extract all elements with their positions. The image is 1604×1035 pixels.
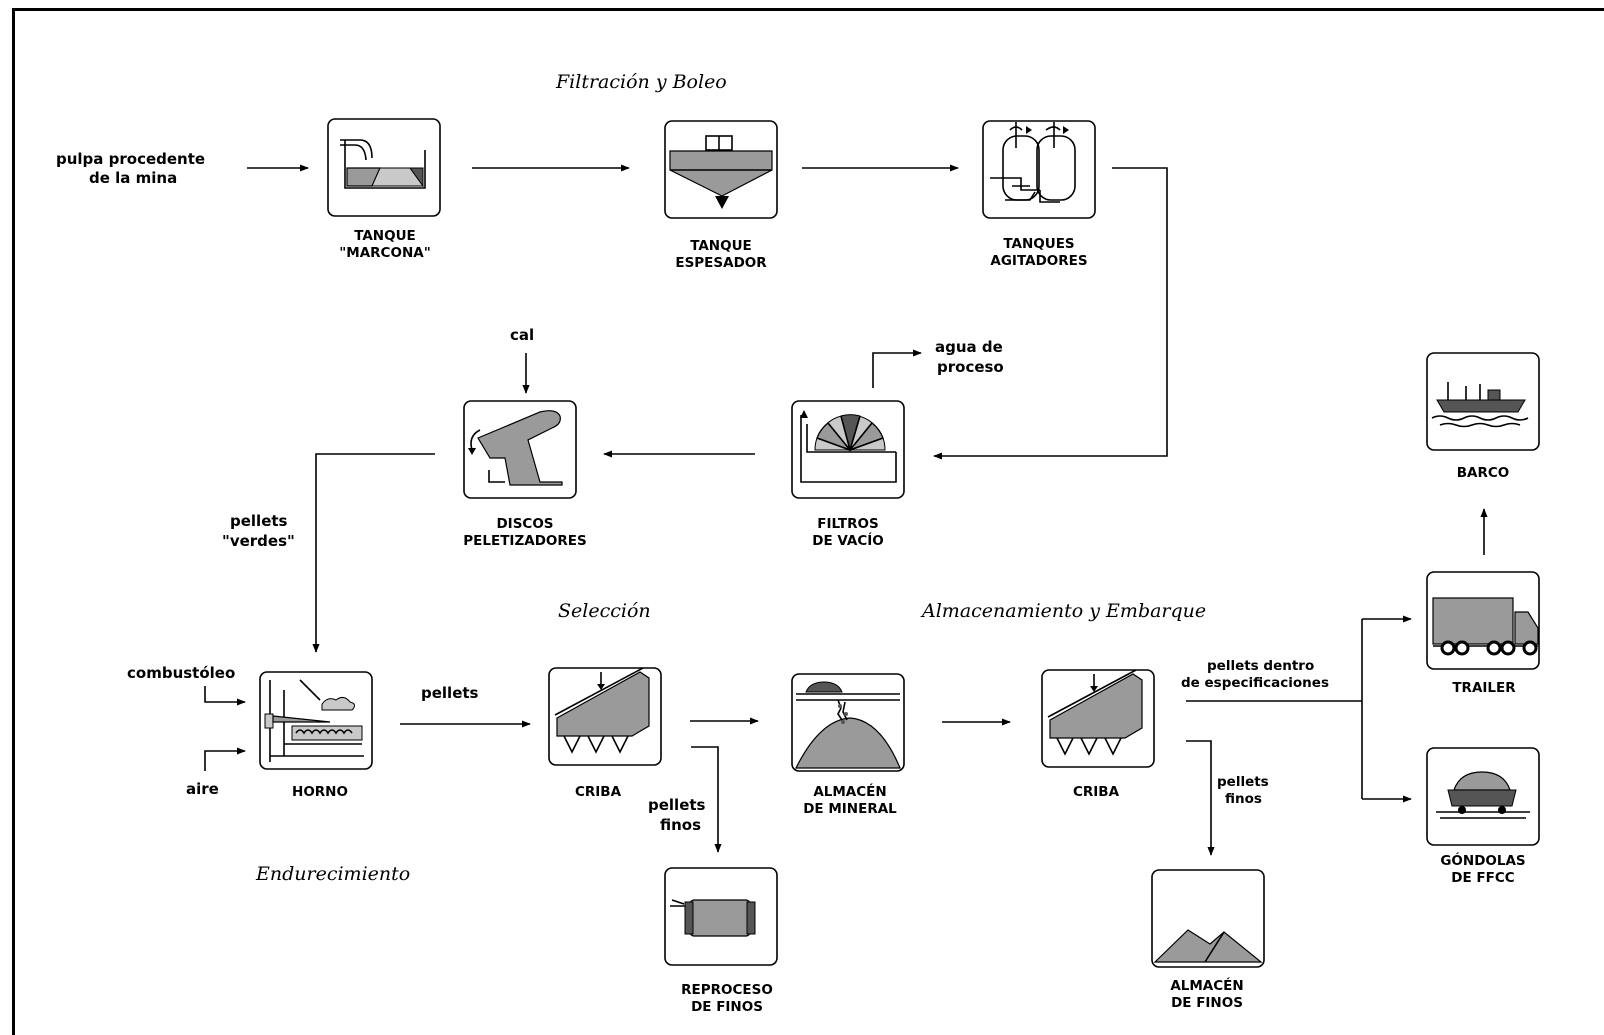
diagram-frame [12, 8, 1604, 1035]
filtros-vacio-label-2: DE VACÍO [812, 532, 884, 549]
screen-icon-2 [1047, 669, 1143, 756]
arrow-discos-to-horno [312, 453, 435, 653]
arrow-criba1-to-reproceso [691, 746, 722, 853]
pelletizing-disc-icon [468, 410, 563, 486]
flow-label-pellets-finos-1-line2: finos [660, 816, 701, 834]
tanque-marcona-label-1: TANQUE [354, 228, 416, 244]
filtros-vacio-unit: FILTROS DE VACÍO [791, 400, 905, 549]
criba-2-label: CRIBA [1073, 784, 1120, 800]
tanque-espesador-unit: TANQUE ESPESADOR [664, 120, 778, 271]
ship-icon [1431, 382, 1529, 428]
gondolas-unit: GÓNDOLAS DE FFCC [1426, 747, 1540, 886]
flow-label-pellets-finos-1-line1: pellets [648, 796, 706, 814]
criba-1-unit: CRIBA [548, 667, 662, 800]
tanques-agitadores-label-2: AGITADORES [990, 253, 1087, 269]
section-title-almacenamiento: Almacenamiento y Embarque [920, 600, 1206, 622]
thickener-icon [669, 135, 773, 209]
tank-icon [340, 139, 426, 189]
reproceso-finos-label-2: DE FINOS [691, 999, 763, 1015]
flow-label-pellets-verdes-2: "verdes" [222, 532, 295, 550]
input-combustoleo-label: combustóleo [127, 664, 235, 682]
tanque-marcona-label-2: "MARCONA" [339, 245, 430, 261]
trailer-label: TRAILER [1452, 680, 1516, 696]
truck-icon [1432, 597, 1539, 656]
section-title-filtracion: Filtración y Boleo [555, 71, 727, 93]
trailer-unit: TRAILER [1426, 571, 1540, 696]
horno-unit: HORNO [259, 671, 373, 800]
filtros-vacio-label-1: FILTROS [817, 516, 878, 532]
criba-1-label: CRIBA [575, 784, 622, 800]
section-title-endurecimiento: Endurecimiento [255, 863, 410, 885]
almacen-finos-unit: ALMACÉN DE FINOS [1151, 869, 1265, 1011]
almacen-mineral-label-1: ALMACÉN [813, 783, 886, 800]
gondolas-label-2: DE FFCC [1451, 870, 1514, 886]
stockpile-icon [795, 681, 901, 769]
tanques-agitadores-unit: TANQUES AGITADORES [982, 120, 1096, 269]
barco-label: BARCO [1457, 465, 1510, 481]
horno-label: HORNO [292, 784, 348, 800]
section-title-seleccion: Selección [558, 600, 651, 622]
tanque-espesador-label-2: ESPESADOR [675, 255, 767, 271]
reproceso-finos-label-1: REPROCESO [681, 982, 773, 998]
vacuum-filter-icon [800, 410, 897, 483]
discos-peletizadores-unit: DISCOS PELETIZADORES [463, 400, 587, 549]
tanque-espesador-label-1: TANQUE [690, 238, 752, 254]
almacen-finos-label-2: DE FINOS [1171, 995, 1243, 1011]
flow-lines [204, 164, 1488, 856]
flow-label-pellets-finos-2-line1: pellets [1217, 774, 1269, 790]
rail-car-icon [1436, 771, 1530, 819]
reproceso-finos-unit: REPROCESO DE FINOS [664, 867, 778, 1015]
arrow-criba2-to-almacen-finos [1186, 740, 1215, 856]
discos-peletizadores-label-2: PELETIZADORES [463, 533, 586, 549]
arrow-filtros-to-agua [872, 349, 922, 388]
input-pulpa-label-2: de la mina [89, 169, 177, 187]
output-agua-label-1: agua de [935, 338, 1003, 356]
flow-label-pellets: pellets [421, 684, 479, 702]
screen-icon-1 [554, 667, 650, 754]
tanques-agitadores-label-1: TANQUES [1003, 236, 1074, 252]
input-pulpa-label-1: pulpa procedente [56, 150, 205, 168]
arrow-aire-to-horno [204, 747, 246, 771]
flow-label-pellets-verdes-1: pellets [230, 512, 288, 530]
arrow-agitadores-to-filtros [933, 167, 1168, 460]
gondolas-label-1: GÓNDOLAS [1440, 851, 1525, 869]
barco-unit: BARCO [1426, 352, 1540, 481]
criba-2-unit: CRIBA [1041, 669, 1155, 800]
agitator-tanks-icon [990, 122, 1076, 203]
flow-label-dentro-line1: pellets dentro [1207, 658, 1314, 674]
fines-piles-icon [1153, 929, 1263, 963]
almacen-mineral-unit: ALMACÉN DE MINERAL [791, 673, 905, 817]
arrow-combustoleo-to-horno [204, 686, 246, 706]
ball-mill-icon [670, 899, 756, 937]
furnace-icon [264, 679, 364, 762]
output-agua-label-2: proceso [937, 358, 1004, 376]
discos-peletizadores-label-1: DISCOS [496, 516, 553, 532]
flow-label-dentro-line2: de especificaciones [1181, 675, 1329, 691]
input-aire-label: aire [186, 780, 219, 798]
almacen-finos-label-1: ALMACÉN [1170, 977, 1243, 994]
almacen-mineral-label-2: DE MINERAL [803, 801, 897, 817]
tanque-marcona-unit: TANQUE "MARCONA" [327, 118, 441, 261]
input-cal-label: cal [510, 326, 534, 344]
flow-label-pellets-finos-2-line2: finos [1225, 791, 1262, 807]
